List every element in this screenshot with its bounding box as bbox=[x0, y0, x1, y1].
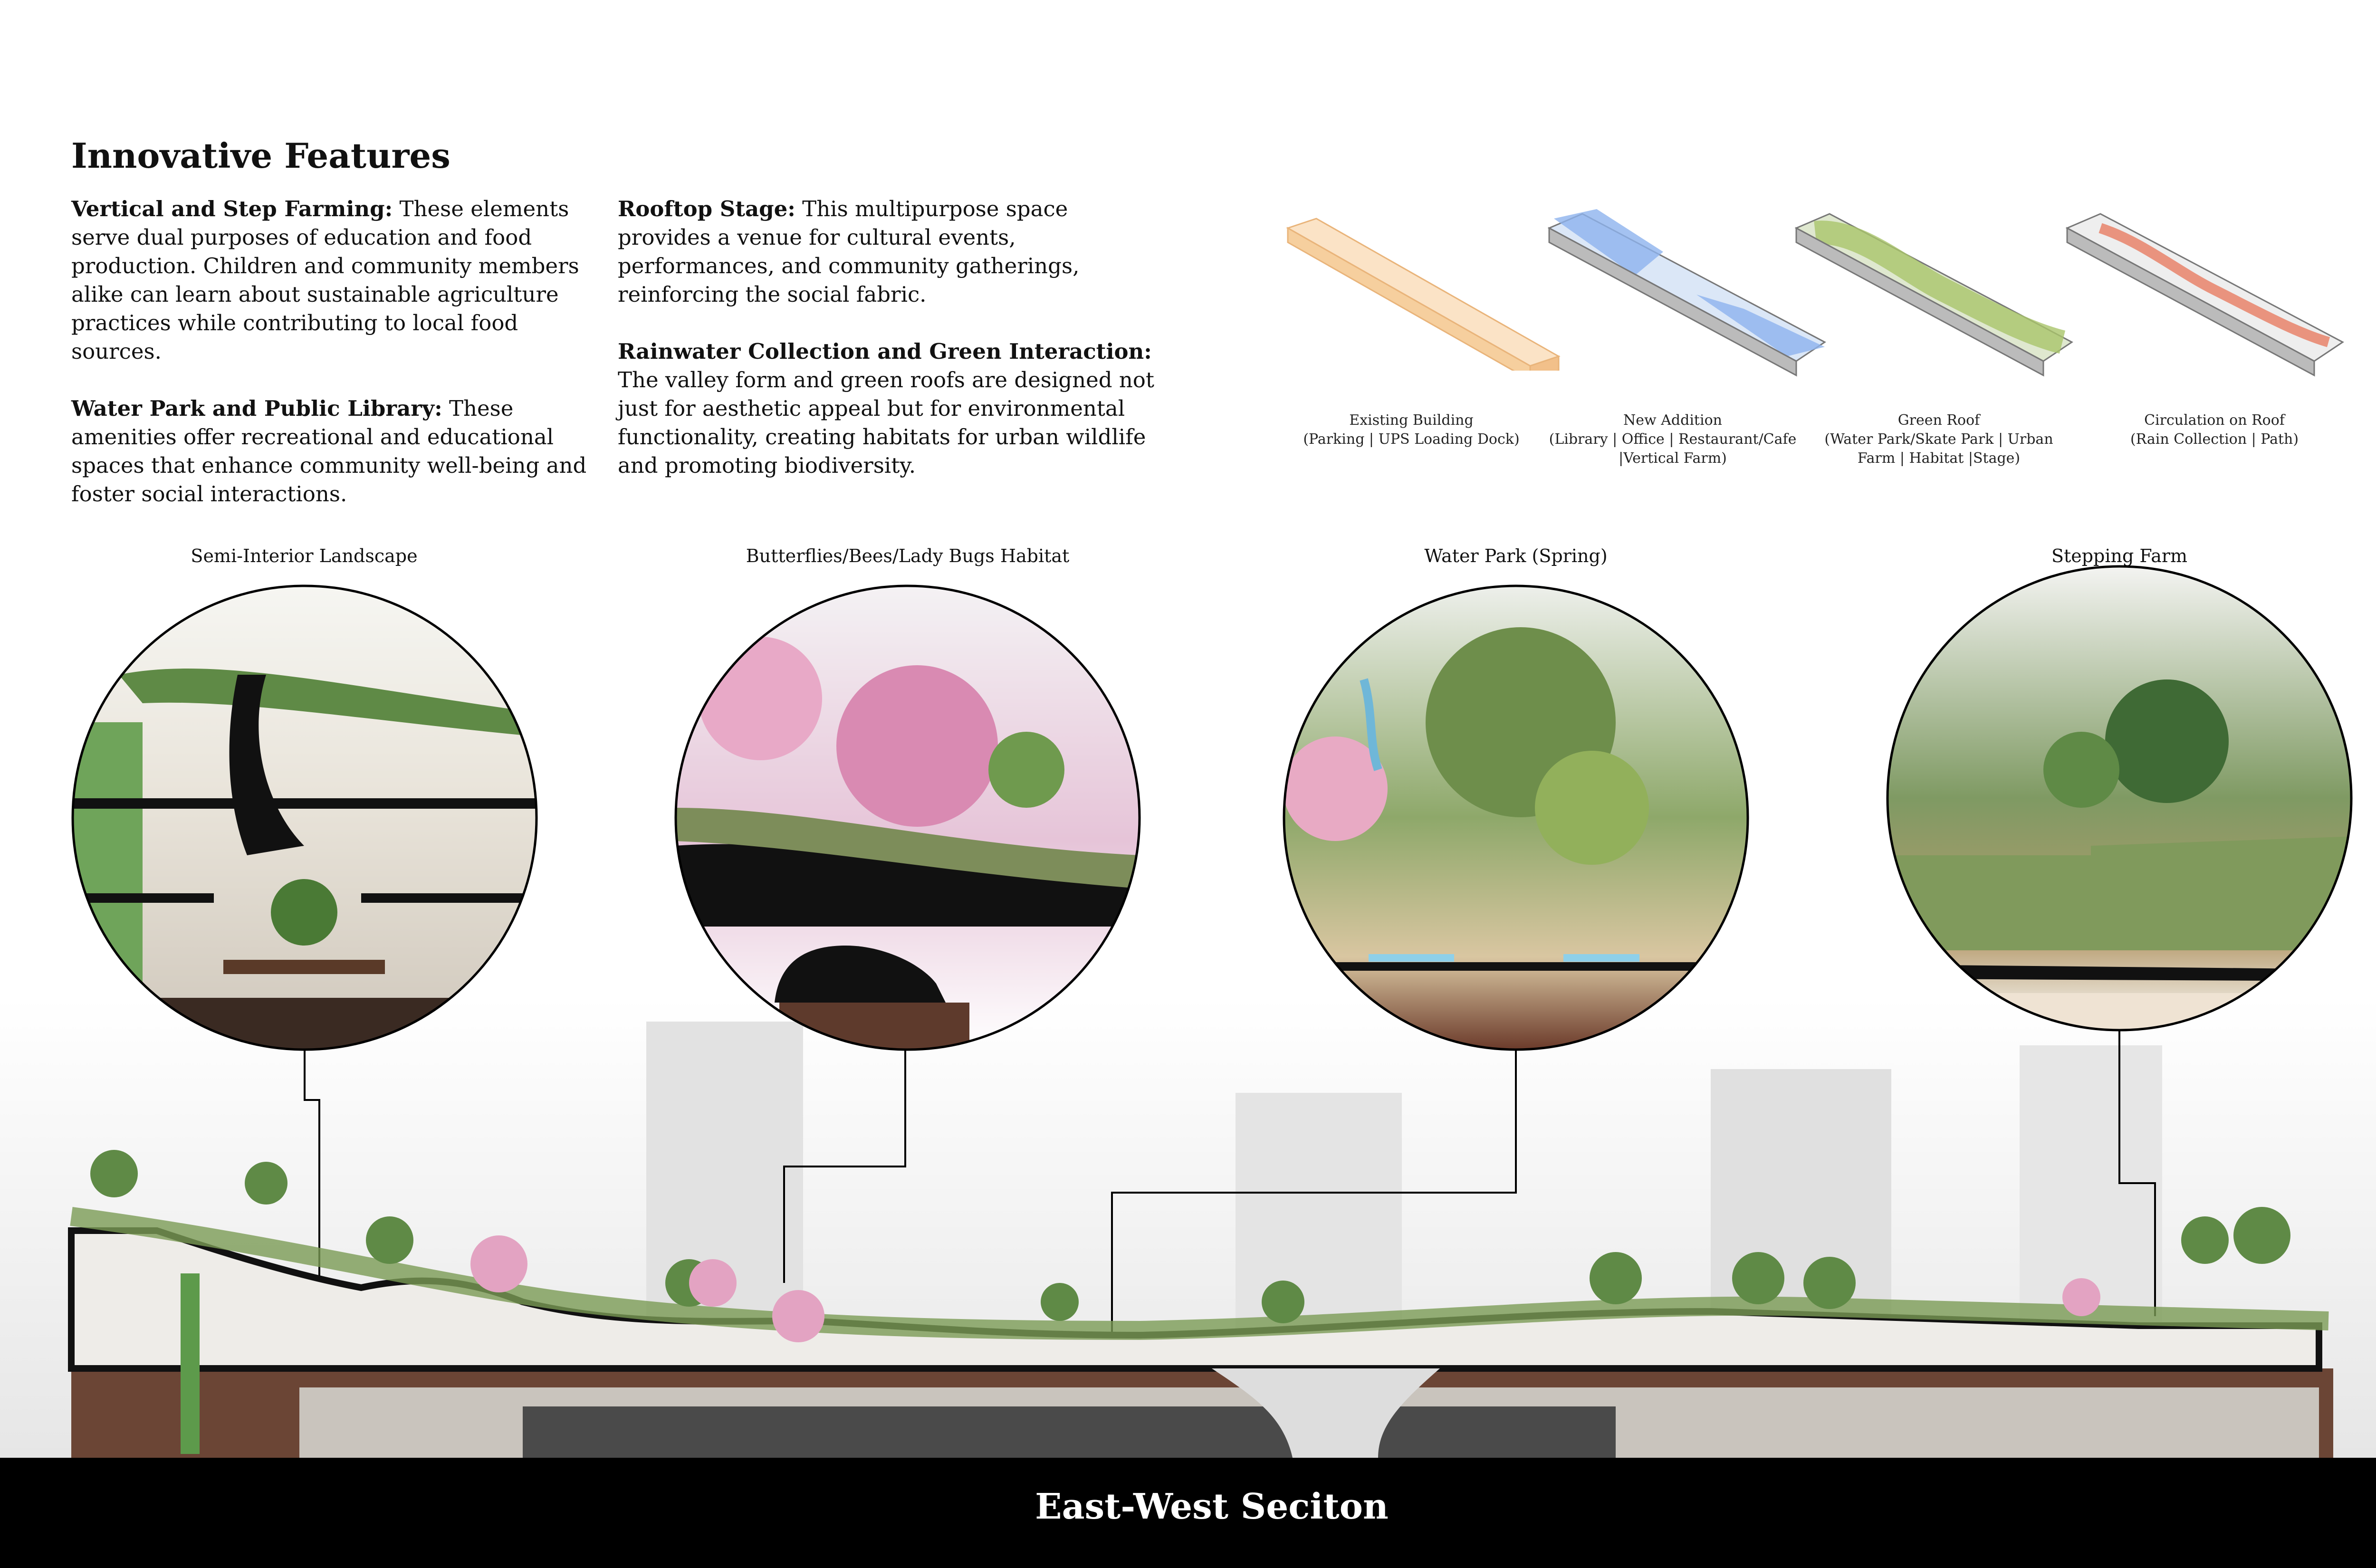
footer-bar bbox=[0, 1458, 2376, 1568]
axon-title: New Addition bbox=[1623, 412, 1722, 429]
axon-title: Circulation on Roof bbox=[2144, 412, 2285, 429]
section-title: East-West Seciton bbox=[1035, 1486, 1389, 1527]
vignette-frame bbox=[674, 584, 1141, 1051]
feature-title: Rooftop Stage: bbox=[618, 196, 795, 221]
vignette-semi-interior-landscape bbox=[73, 586, 537, 1050]
features-column-right: Rooftop Stage: This multipurpose space p… bbox=[618, 195, 1155, 508]
axon-new-addition bbox=[1547, 209, 1826, 377]
feature-text: The valley form and green roofs are desi… bbox=[618, 367, 1154, 478]
vignette-water-park bbox=[1284, 586, 1748, 1050]
vignette-habitat bbox=[676, 586, 1140, 1050]
vignette-title-habitat: Butterflies/Bees/Lady Bugs Habitat bbox=[746, 545, 1070, 566]
feature-title: Rainwater Collection and Green Interacti… bbox=[618, 339, 1152, 364]
vignette-title-semi-interior: Semi-Interior Landscape bbox=[191, 545, 418, 566]
axon-existing-building bbox=[1286, 218, 1561, 371]
axon-subtitle: (Rain Collection | Path) bbox=[2130, 431, 2299, 448]
axon-title: Green Roof bbox=[1897, 412, 1980, 429]
leader-lines bbox=[304, 1030, 2156, 1340]
east-west-section bbox=[68, 1150, 2333, 1459]
axon-label-new-addition: New Addition (Library | Office | Restaura… bbox=[1540, 411, 1806, 468]
vignette-title-water-park: Water Park (Spring) bbox=[1424, 545, 1608, 566]
features-column-left: Vertical and Step Farming: These element… bbox=[71, 195, 589, 537]
feature-water-park: Water Park and Public Library: These ame… bbox=[71, 394, 589, 508]
feature-text: This multipurpose space provides a venue… bbox=[618, 196, 1080, 307]
feature-text: These amenities offer recreational and e… bbox=[71, 396, 587, 507]
vignette-title-stepping-farm: Stepping Farm bbox=[2051, 545, 2188, 566]
feature-text: These elements serve dual purposes of ed… bbox=[71, 196, 579, 364]
axon-circulation bbox=[2065, 213, 2344, 377]
axon-green-roof bbox=[1794, 213, 2073, 377]
axon-subtitle: (Water Park/Skate Park | Urban Farm | Ha… bbox=[1824, 431, 2053, 467]
feature-rooftop-stage: Rooftop Stage: This multipurpose space p… bbox=[618, 195, 1155, 309]
feature-rainwater: Rainwater Collection and Green Interacti… bbox=[618, 337, 1155, 480]
feature-title: Water Park and Public Library: bbox=[71, 396, 442, 421]
axon-subtitle: (Library | Office | Restaurant/Cafe |Ver… bbox=[1549, 431, 1797, 467]
axon-label-green-roof: Green Roof (Water Park/Skate Park | Urban… bbox=[1806, 411, 2072, 468]
feature-title: Vertical and Step Farming: bbox=[71, 196, 393, 221]
axon-title: Existing Building bbox=[1349, 412, 1474, 429]
axon-label-existing: Existing Building (Parking | UPS Loading … bbox=[1278, 411, 1544, 449]
axon-label-circulation: Circulation on Roof (Rain Collection | Pa… bbox=[2081, 411, 2347, 449]
vignette-stepping-farm bbox=[1887, 566, 2351, 1030]
section-drawing bbox=[0, 565, 2376, 1459]
axon-subtitle: (Parking | UPS Loading Dock) bbox=[1303, 431, 1520, 448]
page-title: Innovative Features bbox=[71, 135, 450, 176]
feature-vertical-farming: Vertical and Step Farming: These element… bbox=[71, 195, 589, 366]
